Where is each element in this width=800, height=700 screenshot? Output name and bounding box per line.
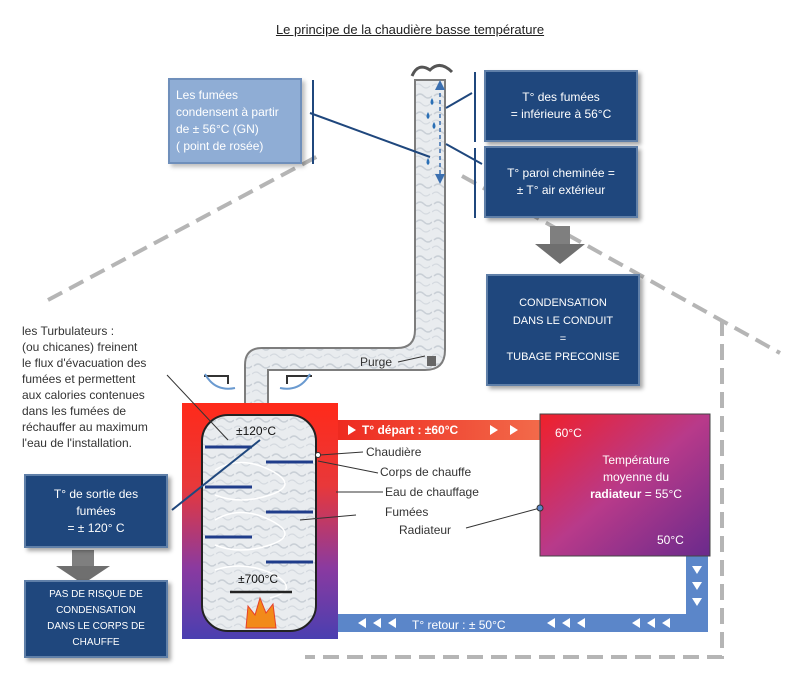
radiator [539,413,711,557]
boiler-top-temp: ±120°C [236,424,277,438]
fumes-label: Fumées [385,505,429,519]
condense-line-2: condensent à partir [176,105,279,119]
no-risk-line-1: PAS DE RISQUE DE [49,589,143,600]
turbulators [205,445,313,564]
chimney-flue [244,79,446,416]
no-risk-box: PAS DE RISQUE DE CONDENSATION DANS LE CO… [24,580,168,658]
turbulators-line-5: aux calories contenues [22,388,145,402]
radiator-info: Température moyenne du radiateur = 55°C [566,452,706,503]
radiator-bottom-temp: 50°C [657,533,684,547]
condensation-line-2: DANS LE CONDUIT [512,315,614,327]
supply-pipe [338,420,540,440]
turbulators-line-3: le flux d'évacuation des [22,356,147,370]
condense-line-3: de ± 56°C (GN) [176,122,259,136]
no-risk-line-3: DANS LE CORPS DE [47,621,145,632]
boiler-bottom-temp: ±700°C [238,572,279,586]
turbulators-line-7: réchauffer au maximum [22,420,148,434]
radiator-info-bold: radiateur [590,487,642,501]
wall-temp-line-2: ± T° air extérieur [516,183,606,197]
exit-temp-line-3: = ± 120° C [67,520,125,535]
fumes-temp-line-1: T° des fumées [522,90,600,104]
condense-line-1: Les fumées [176,88,239,102]
turbulators-text: les Turbulateurs : (ou chicanes) freinen… [22,323,182,451]
purge-label: Purge [360,355,393,369]
chimney-cap [410,64,454,77]
fumes-temp-box: T° des fumées = inférieure à 56°C [484,70,638,142]
turbulators-line-8: l'eau de l'installation. [22,436,132,450]
callout-lines [166,355,541,529]
exit-temp-line-2: fumées [76,503,116,518]
roof-left [47,154,319,302]
turbulators-line-1: les Turbulateurs : [22,324,115,338]
supply-temp-label: T° départ : ±60°C [362,423,459,437]
radiator-info-line-3: radiateur = 55°C [566,486,706,503]
return-temp-label: T° retour : ± 50°C [412,618,506,632]
radiator-label: Radiateur [399,523,452,537]
radiator-top-temp: 60°C [555,426,582,440]
down-arrow-condensation [535,226,585,264]
condense-line-4: ( point de rosée) [176,139,264,153]
wall-right [305,320,724,659]
radiator-info-value: = 55°C [644,487,682,501]
wall-temp-box-bar [474,148,476,218]
condensation-line-4: TUBAGE PRECONISE [506,351,620,363]
boiler-label: Chaudière [366,445,422,459]
condensation-box: CONDENSATION DANS LE CONDUIT = TUBAGE PR… [486,274,640,386]
condensation-line-3: = [559,333,567,345]
exit-temp-line-1: T° de sortie des [53,486,139,501]
turbulators-line-2: (ou chicanes) freinent [22,340,138,354]
condense-box: Les fumées condensent à partir de ± 56°C… [168,78,302,164]
condensate-drops [426,98,436,165]
radiator-info-line-2: moyenne du [602,470,670,484]
no-risk-line-2: CONDENSATION [56,605,136,616]
condensation-line-1: CONDENSATION [519,297,607,309]
wall-temp-line-1: T° paroi cheminée = [507,166,615,180]
draft-hood-left [204,375,229,384]
radiator-info-line-1: Température [602,453,670,467]
wall-temp-box: T° paroi cheminée = ± T° air extérieur [484,146,638,218]
pointer-lines [171,92,483,511]
condense-box-bar [312,80,314,164]
burner-flame [245,596,277,629]
boiler-chamber [201,414,317,632]
page-title: Le principe de la chaudière basse tempér… [275,22,545,37]
purge-drain [427,356,436,366]
no-risk-line-4: CHAUFFE [72,637,120,648]
fumes-temp-box-bar [474,72,476,142]
water-label: Eau de chauffage [385,485,479,499]
turbulators-line-6: dans les fumées de [22,404,127,418]
fumes-temp-line-2: = inférieure à 56°C [510,107,612,121]
exit-temp-box: T° de sortie des fumées = ± 120° C [24,474,168,548]
supply-arrows [348,425,518,435]
return-arrows [358,566,702,628]
down-arrow-no-risk [56,550,110,584]
turbulators-line-4: fumées et permettent [22,372,136,386]
draft-hood-right [286,375,312,384]
body-label: Corps de chauffe [380,465,472,479]
